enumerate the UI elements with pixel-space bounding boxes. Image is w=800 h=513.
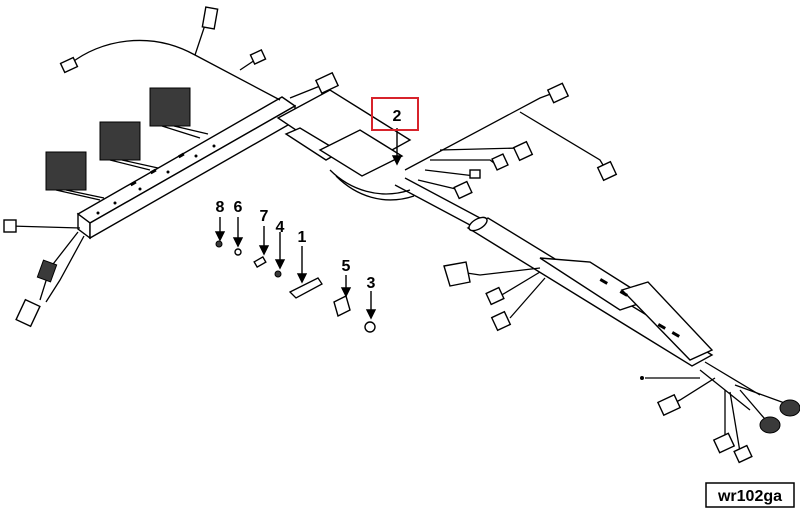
- part-4: [274, 270, 282, 278]
- reference-code-label: wr102ga: [717, 488, 782, 505]
- top-left-branch: [59, 6, 340, 101]
- loose-parts: [215, 240, 376, 333]
- callout-2: 2: [393, 108, 402, 125]
- callout-2-highlight-box: [371, 97, 419, 131]
- part-8: [215, 240, 223, 248]
- relay-2: [99, 121, 159, 171]
- callout-6: 6: [234, 199, 243, 216]
- relay-3: [149, 87, 209, 139]
- reference-code: wr102ga: [705, 482, 795, 508]
- part-3: [364, 321, 376, 333]
- callout-4: 4: [276, 219, 285, 236]
- callout-labels: 8 6 7 4 1 5 3 2: [216, 97, 419, 292]
- callout-3: 3: [367, 275, 376, 292]
- callout-arrows: [214, 128, 403, 320]
- relay-1: [45, 151, 105, 201]
- callout-8: 8: [216, 199, 225, 216]
- lower-right-branch: [443, 261, 800, 464]
- upper-right-branch: [404, 82, 618, 200]
- part-7: [253, 255, 267, 269]
- relay-group: [45, 87, 209, 201]
- part-6: [234, 248, 242, 256]
- part-1: [288, 277, 323, 299]
- callout-1: 1: [298, 229, 307, 246]
- main-harness: [76, 89, 761, 411]
- part-5: [333, 294, 351, 318]
- callout-7: 7: [260, 208, 269, 225]
- left-pigtails: [3, 219, 85, 328]
- callout-5: 5: [342, 258, 351, 275]
